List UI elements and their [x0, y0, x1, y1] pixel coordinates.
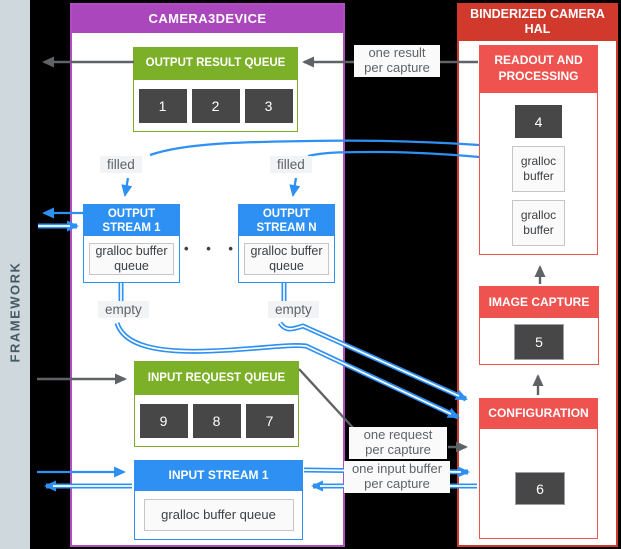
label-one-request-line2: per capture	[365, 441, 431, 457]
readout-processing-body: 4 gralloc buffer gralloc buffer	[479, 93, 598, 255]
framework-label: FRAMEWORK	[7, 261, 23, 363]
configuration-slot-6: 6	[515, 472, 565, 505]
output-stream-n-body: gralloc buffer queue	[238, 236, 335, 283]
readout-slot-4: 4	[515, 105, 562, 138]
capture-slot-5: 5	[514, 324, 564, 360]
label-one-request-per-capture: one request per capture	[349, 427, 447, 459]
label-one-input-buffer-per-capture: one input buffer per capture	[344, 461, 450, 493]
gralloc-buffer-1: gralloc buffer	[512, 146, 565, 192]
image-capture-body: 5	[479, 318, 599, 365]
request-slot-7: 7	[245, 403, 294, 438]
image-capture-box: IMAGE CAPTURE 5	[479, 286, 599, 365]
label-one-input-buffer-line1: one input buffer	[351, 461, 443, 476]
output-stream-1-title-line1: OUTPUT	[107, 208, 156, 220]
output-stream-1-body: gralloc buffer queue	[83, 236, 180, 283]
output-stream-n: OUTPUT STREAM N gralloc buffer queue	[238, 204, 335, 283]
input-request-queue-title: INPUT REQUEST QUEUE	[134, 361, 299, 395]
label-filled-left: filled	[100, 156, 142, 173]
output-result-queue: OUTPUT RESULT QUEUE 1 2 3	[133, 47, 298, 132]
label-filled-right: filled	[270, 156, 312, 173]
configuration-box: CONFIGURATION 6	[479, 398, 598, 539]
hal-title: BINDERIZED CAMERA HAL	[459, 5, 616, 41]
input-request-queue: INPUT REQUEST QUEUE 9 8 7	[134, 361, 299, 447]
input-request-queue-body: 9 8 7	[134, 395, 299, 447]
input-stream-1-body: gralloc buffer queue	[134, 491, 303, 540]
label-one-result-line1: one result	[368, 45, 426, 60]
readout-title-line1: READOUT AND	[494, 53, 583, 67]
output-stream-n-title-line2: STREAM N	[256, 222, 317, 235]
configuration-title: CONFIGURATION	[479, 398, 598, 429]
request-slot-8: 8	[192, 403, 241, 438]
label-one-result-per-capture: one result per capture	[354, 45, 440, 77]
request-slot-9: 9	[139, 403, 188, 438]
gralloc-buffer-queue-input-1: gralloc buffer queue	[143, 499, 294, 531]
output-stream-1-title-line2: STREAM 1	[102, 222, 161, 235]
label-one-input-buffer-line2: per capture	[364, 475, 430, 491]
image-capture-title: IMAGE CAPTURE	[479, 286, 599, 318]
configuration-body: 6	[479, 429, 598, 539]
framework-panel: FRAMEWORK	[0, 0, 30, 549]
output-stream-1-title: OUTPUT STREAM 1	[83, 204, 180, 236]
label-empty-left: empty	[98, 301, 149, 318]
streams-ellipsis: • • •	[184, 241, 240, 256]
output-result-queue-title: OUTPUT RESULT QUEUE	[133, 47, 298, 80]
output-stream-1: OUTPUT STREAM 1 gralloc buffer queue	[83, 204, 180, 283]
output-stream-n-title: OUTPUT STREAM N	[238, 204, 335, 236]
gralloc-buffer-queue-output-1: gralloc buffer queue	[89, 243, 174, 275]
output-stream-n-title-line1: OUTPUT	[262, 208, 311, 220]
label-one-request-line1: one request	[363, 427, 433, 442]
output-result-queue-body: 1 2 3	[133, 80, 298, 132]
hal-title-line1: BINDERIZED CAMERA	[470, 7, 605, 21]
input-stream-1: INPUT STREAM 1 gralloc buffer queue	[134, 460, 303, 540]
gralloc-buffer-queue-output-n: gralloc buffer queue	[244, 243, 329, 275]
label-one-result-line2: per capture	[364, 59, 430, 75]
result-slot-2: 2	[191, 88, 240, 123]
result-slot-1: 1	[138, 88, 187, 123]
result-slot-3: 3	[244, 88, 293, 123]
camera3device-title: CAMERA3DEVICE	[72, 5, 343, 33]
input-stream-1-title: INPUT STREAM 1	[134, 460, 303, 491]
readout-processing-box: READOUT AND PROCESSING 4 gralloc buffer …	[479, 45, 598, 255]
gralloc-buffer-2: gralloc buffer	[512, 200, 565, 246]
hal-title-line2: HAL	[524, 22, 551, 36]
readout-title-line2: PROCESSING	[498, 69, 579, 84]
label-empty-right: empty	[268, 301, 319, 318]
readout-processing-title: READOUT AND PROCESSING	[479, 45, 598, 93]
